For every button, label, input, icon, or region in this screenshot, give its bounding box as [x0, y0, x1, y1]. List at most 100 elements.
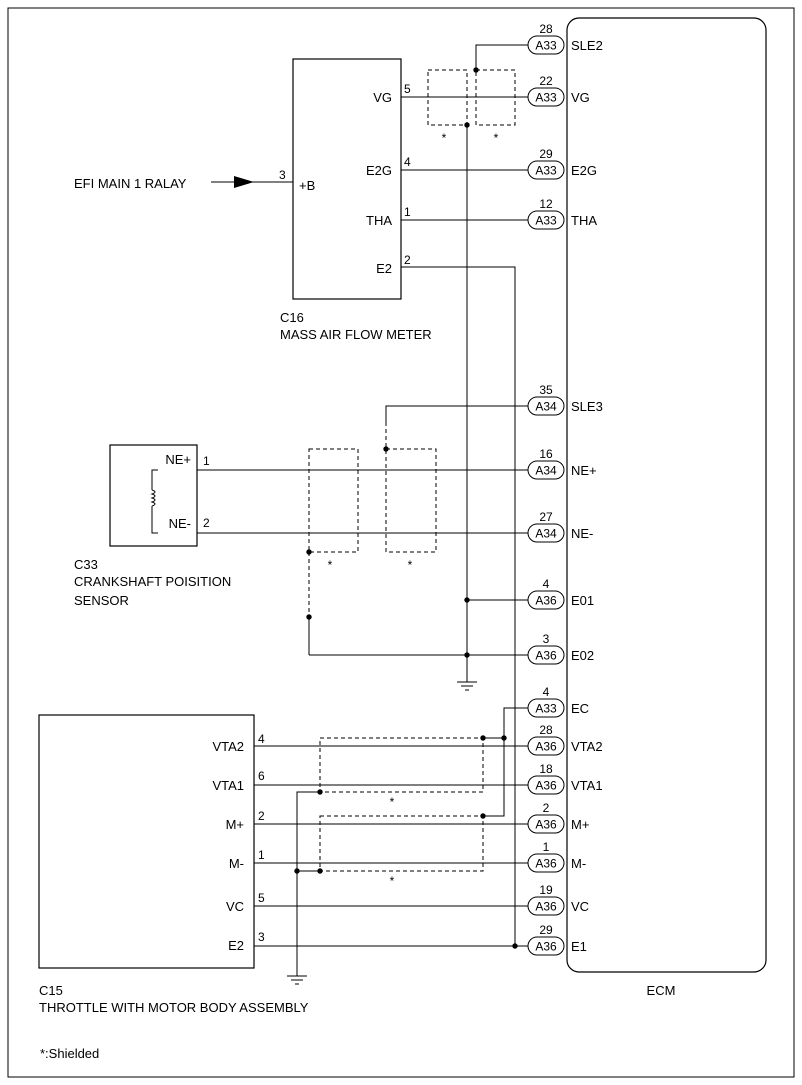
ecm-terminal-label: E1 — [571, 939, 587, 954]
ecm-box — [566, 17, 767, 973]
ckp-shields — [308, 422, 437, 617]
ecm-terminal-label: E02 — [571, 648, 594, 663]
ecm-terminal-label: E2G — [571, 163, 597, 178]
ckp-wires — [197, 405, 528, 655]
connector-pill — [527, 736, 565, 756]
shield-ne-right — [385, 448, 437, 553]
maf-terminal-tha: THA — [366, 213, 392, 228]
ecm-pin-number: 28 — [539, 22, 553, 36]
ecm-pin-number: 4 — [543, 685, 550, 699]
connector-pill — [527, 896, 565, 916]
connector-code: A36 — [535, 940, 557, 954]
maf-name: MASS AIR FLOW METER — [280, 327, 432, 342]
ckp-terminal-ne-minus: NE- — [169, 516, 191, 531]
connector-code: A36 — [535, 818, 557, 832]
throttle-terminal-m-minus: M- — [229, 856, 244, 871]
throttle-shield-junction — [480, 735, 486, 741]
throttle-shield-junction — [480, 813, 486, 819]
ckp-name-line2: SENSOR — [74, 593, 129, 608]
ecm-terminal-label: NE- — [571, 526, 593, 541]
throttle-pin-m-minus: 1 — [258, 848, 265, 862]
ecm-terminal-m-plus: A36 2M+ — [527, 801, 589, 834]
shield-mark: * — [328, 558, 333, 572]
connector-pill — [527, 523, 565, 543]
shield-mark: * — [390, 874, 395, 888]
diagram-frame — [7, 7, 795, 1078]
throttle-terminal-vta1: VTA1 — [212, 778, 244, 793]
ecm-terminal-label: VG — [571, 90, 590, 105]
maf-terminal-e2: E2 — [376, 261, 392, 276]
maf-pin-e2g: 4 — [404, 155, 411, 169]
throttle-name: THROTTLE WITH MOTOR BODY ASSEMBLY — [39, 1000, 309, 1015]
throttle-pin-vc: 5 — [258, 891, 265, 905]
connector-code: A34 — [535, 464, 557, 478]
maf-shields — [427, 69, 516, 126]
ecm-pin-number: 16 — [539, 447, 553, 461]
ecm-pin-number: 19 — [539, 883, 553, 897]
ecm-pin-number: 29 — [539, 923, 553, 937]
ckp-component: NE+ NE- 1 2 C33 CRANKSHAFT POISITION SEN… — [74, 444, 231, 608]
ecm-terminal-label: THA — [571, 213, 597, 228]
connector-pill — [527, 936, 565, 956]
throttle-pin-e2: 3 — [258, 930, 265, 944]
ecm-terminal-label: VC — [571, 899, 589, 914]
ecm-pin-number: 22 — [539, 74, 553, 88]
ckp-shield-junction — [306, 549, 312, 555]
connector-code: A36 — [535, 649, 557, 663]
shield-vta — [319, 737, 484, 793]
connector-code: A33 — [535, 214, 557, 228]
connector-code: A36 — [535, 779, 557, 793]
maf-pin-vg: 5 — [404, 82, 411, 96]
ecm-pin-number: 28 — [539, 723, 553, 737]
ecm-connector-column: A3328SLE2A3322VGA3329E2GA3312THAA3435SLE… — [527, 22, 603, 956]
throttle-wires — [254, 707, 528, 976]
ecm-pin-number: 35 — [539, 383, 553, 397]
maf-pin-plus-b: 3 — [279, 168, 286, 182]
throttle-box — [38, 714, 255, 969]
e1-junction — [512, 943, 518, 949]
shield-mark: * — [408, 558, 413, 572]
throttle-pin-vta2: 4 — [258, 732, 265, 746]
shield-vg-right-junction — [473, 67, 479, 73]
throttle-shield-junction — [317, 868, 323, 874]
ckp-box — [109, 444, 198, 547]
throttle-terminal-vta2: VTA2 — [212, 739, 244, 754]
ckp-pin-ne-minus: 2 — [203, 516, 210, 530]
connector-code: A36 — [535, 857, 557, 871]
connector-pill — [527, 396, 565, 416]
connector-pill — [527, 87, 565, 107]
connector-code: A33 — [535, 702, 557, 716]
connector-pill — [527, 35, 565, 55]
maf-box — [292, 58, 402, 300]
ecm-terminal-label: NE+ — [571, 463, 597, 478]
shield-vg-left — [427, 69, 468, 126]
connector-code: A33 — [535, 91, 557, 105]
ecm-terminal-label: M+ — [571, 817, 589, 832]
connector-pill — [527, 775, 565, 795]
shield-mark: * — [390, 795, 395, 809]
ecm-pin-number: 4 — [543, 577, 550, 591]
throttle-shield-junction — [294, 868, 300, 874]
ckp-terminal-ne-plus: NE+ — [165, 452, 191, 467]
ecm-pin-number: 2 — [543, 801, 550, 815]
ecm-pin-number: 12 — [539, 197, 553, 211]
connector-code: A36 — [535, 900, 557, 914]
throttle-component: VTA2 VTA1 M+ M- VC E2 4 6 2 1 5 3 C15 TH… — [38, 714, 309, 1015]
ckp-pin-ne-plus: 1 — [203, 454, 210, 468]
throttle-terminal-vc: VC — [226, 899, 244, 914]
shield-vg-right — [475, 69, 516, 126]
ecm-pin-number: 1 — [543, 840, 550, 854]
coil-icon — [150, 469, 158, 534]
ground-junction — [464, 652, 470, 658]
ecm-terminal-label: SLE3 — [571, 399, 603, 414]
